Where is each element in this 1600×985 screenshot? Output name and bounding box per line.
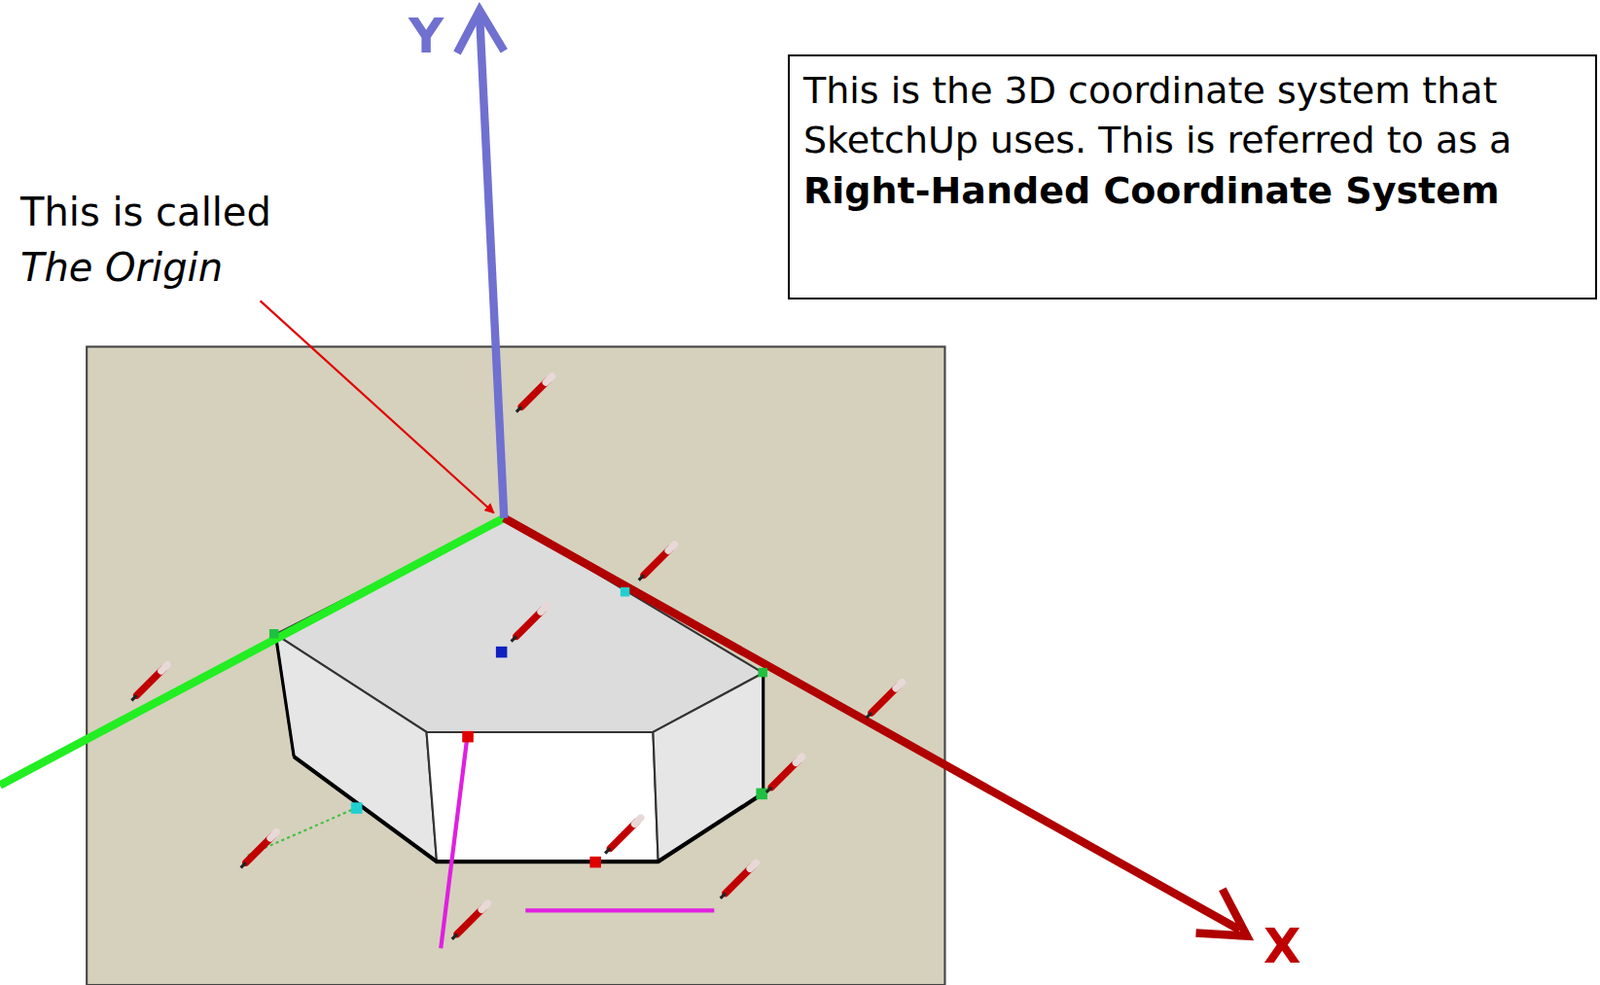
pencil-icon: [511, 605, 548, 642]
callout-text: The Origin: [20, 245, 223, 290]
axis-label: Y: [408, 7, 444, 65]
pencil-icon: [516, 376, 553, 413]
point-marker: [462, 731, 474, 744]
point-marker: [757, 668, 767, 677]
pencil-icon: [241, 832, 278, 869]
note-heading: Right-Handed Coordinate System: [803, 166, 1582, 216]
point-marker: [755, 788, 768, 801]
pencil-icon: [720, 862, 757, 899]
callout-text: This is called: [20, 189, 272, 235]
pencil-icon: [766, 756, 803, 793]
note-text: This is the 3D coordinate system that Sk…: [803, 66, 1582, 167]
vertical-edge: [761, 673, 765, 794]
pencil-icon: [604, 817, 641, 854]
pencil-icon: [639, 544, 676, 581]
green-axis: [0, 518, 504, 786]
pencil-icon: [131, 665, 168, 702]
point-marker: [620, 587, 630, 597]
point-marker: [351, 802, 363, 815]
x-arrowhead: [1196, 888, 1247, 936]
inference-line: [440, 736, 467, 949]
bottom-edge: [293, 756, 764, 862]
pencil-icon: [866, 682, 903, 719]
y-axis: [479, 14, 504, 519]
pencil-icon: [452, 903, 489, 940]
axis-label: X: [1263, 918, 1302, 975]
x-axis: [503, 518, 1240, 931]
note-box: This is the 3D coordinate system that Sk…: [787, 54, 1598, 300]
viewport-panel: [86, 347, 945, 985]
leader-line: [260, 300, 495, 513]
y-arrowhead: [457, 9, 504, 53]
point-marker: [269, 629, 279, 639]
point-marker: [496, 646, 508, 659]
inference-line: [525, 908, 714, 913]
point-marker: [589, 856, 602, 869]
right-face: [652, 673, 763, 862]
pencil-cursors: [131, 376, 902, 940]
left-face: [275, 634, 437, 862]
vertical-edge: [275, 634, 294, 757]
